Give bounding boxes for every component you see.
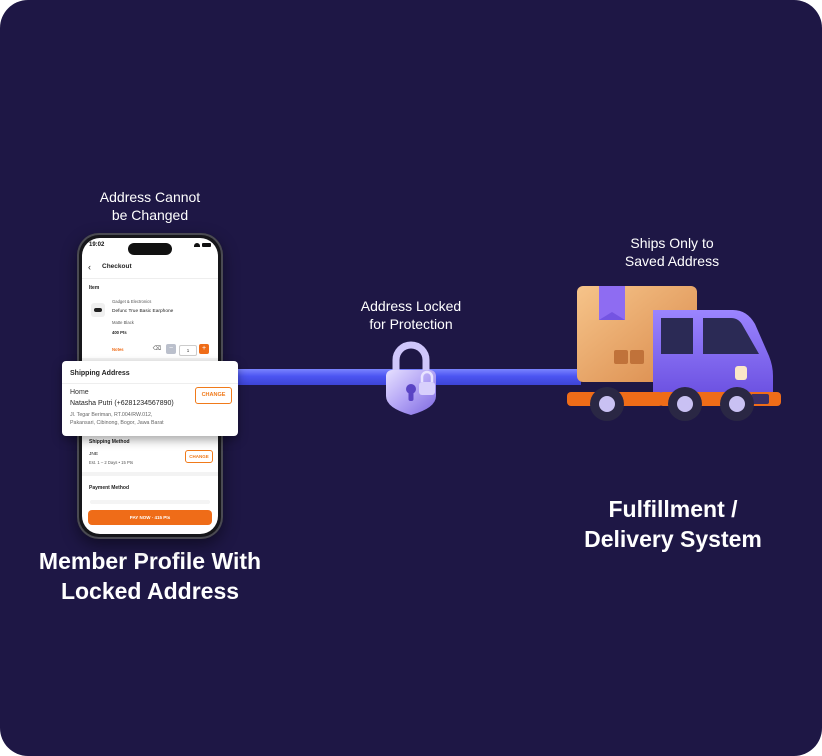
title-line-1: Member Profile With bbox=[38, 548, 262, 574]
decrease-quantity-button[interactable]: − bbox=[166, 344, 176, 354]
notes-link[interactable]: Notes bbox=[112, 347, 124, 352]
caption-line-1: Ships Only to bbox=[630, 235, 714, 251]
battery-icon bbox=[202, 243, 211, 247]
section-divider bbox=[82, 472, 218, 476]
title-line-2: Delivery System bbox=[584, 526, 762, 552]
item-name: Defunc True Basic Earphone bbox=[112, 309, 174, 314]
item-category: Gadget & Electronics bbox=[112, 299, 152, 304]
padlock-icon bbox=[386, 341, 436, 415]
caption-line-2: be Changed bbox=[111, 207, 189, 223]
increase-quantity-button[interactable]: + bbox=[199, 344, 209, 354]
caption-line-1: Address Cannot bbox=[99, 189, 201, 205]
caption-line-1: Address Locked bbox=[360, 298, 462, 314]
caption-address-locked: Address Locked for Protection bbox=[331, 297, 491, 333]
item-price: 400 Pts bbox=[112, 330, 127, 335]
pay-now-button[interactable]: PAY NOW · 415 Pts bbox=[88, 510, 212, 525]
section-divider bbox=[82, 358, 218, 362]
courier-name: JNE bbox=[89, 452, 99, 457]
recipient-name: Natasha Putri (+6281234567890) bbox=[70, 400, 174, 407]
caption-ships-only: Ships Only to Saved Address bbox=[592, 234, 752, 270]
item-variant: Matte Black bbox=[112, 320, 134, 325]
trash-icon[interactable]: ⌫ bbox=[152, 346, 162, 352]
shipping-address-card: Shipping Address Home Natasha Putri (+62… bbox=[62, 361, 238, 436]
earphone-case-shape bbox=[94, 308, 102, 312]
checkout-title: Checkout bbox=[102, 263, 132, 270]
address-line-1: Jl. Tegar Beriman, RT.004/RW.012, bbox=[70, 412, 153, 418]
fulfillment-title: Fulfillment / Delivery System bbox=[553, 494, 793, 554]
title-line-1: Fulfillment / bbox=[608, 496, 738, 522]
change-address-button[interactable]: CHANGE bbox=[195, 387, 232, 404]
status-icons bbox=[194, 243, 211, 247]
product-thumbnail bbox=[91, 303, 105, 317]
status-time: 19:02 bbox=[89, 242, 105, 248]
member-profile-title: Member Profile With Locked Address bbox=[20, 546, 280, 606]
back-arrow-icon[interactable]: ‹ bbox=[88, 262, 91, 272]
address-text: Jl. Tegar Beriman, RT.004/RW.012, Pakans… bbox=[70, 411, 220, 427]
wifi-icon bbox=[194, 243, 200, 247]
change-shipping-method-button[interactable]: CHANGE bbox=[185, 450, 213, 463]
checkout-header: ‹ Checkout bbox=[82, 258, 218, 279]
shipping-address-title: Shipping Address bbox=[70, 370, 130, 377]
address-label: Home bbox=[70, 389, 89, 396]
caption-address-cannot-change: Address Cannot be Changed bbox=[70, 188, 230, 224]
quantity-field[interactable]: 1 bbox=[179, 345, 197, 356]
dynamic-island bbox=[128, 243, 172, 255]
delivery-truck-icon bbox=[567, 286, 781, 421]
courier-eta: Est. 1 – 2 Days • 15 Pts bbox=[89, 460, 134, 465]
caption-line-2: for Protection bbox=[369, 316, 453, 332]
caption-line-2: Saved Address bbox=[624, 253, 720, 269]
payment-option-row[interactable] bbox=[90, 500, 210, 504]
payment-method-title: Payment Method bbox=[89, 485, 130, 491]
item-section-title: Item bbox=[89, 285, 100, 291]
shipping-method-title: Shipping Method bbox=[89, 439, 130, 445]
card-divider bbox=[62, 383, 238, 384]
address-line-2: Pakansari, Cibinong, Bogor, Jawa Barat bbox=[70, 420, 164, 426]
title-line-2: Locked Address bbox=[60, 578, 240, 604]
